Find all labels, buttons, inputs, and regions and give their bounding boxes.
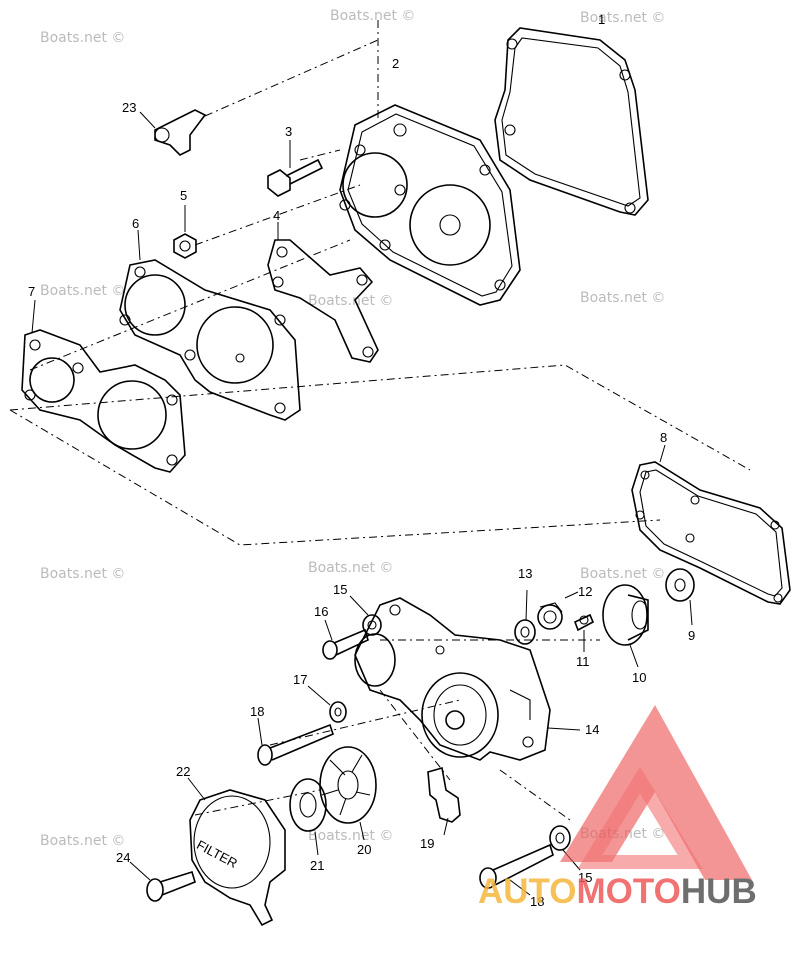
part-19-fitting (427, 766, 461, 836)
watermark: Boats.net © (580, 566, 665, 582)
callout-21: 21 (310, 858, 324, 873)
part-18-bolt (257, 717, 334, 766)
watermark: Boats.net © (308, 828, 393, 844)
part-17-lock-washer (307, 685, 347, 723)
callout-24: 24 (116, 850, 130, 865)
part-9-washer (665, 568, 695, 626)
callout-9: 9 (688, 628, 695, 643)
part-6-housing (119, 229, 301, 421)
watermark: Boats.net © (40, 566, 125, 582)
brand-part3: HUB (681, 872, 757, 911)
callout-15-second: 15 (578, 870, 592, 885)
part-20-impeller (319, 746, 377, 841)
brand-part2: MOTO (577, 872, 681, 911)
part-3-bolt (267, 140, 324, 197)
callout-8: 8 (660, 430, 667, 445)
watermark: Boats.net © (308, 293, 393, 309)
part-8-gasket (631, 444, 791, 605)
watermark: Boats.net © (308, 560, 393, 576)
callout-23: 23 (122, 100, 136, 115)
callout-17: 17 (293, 672, 307, 687)
watermark: Boats.net © (580, 290, 665, 306)
callout-1: 1 (598, 12, 605, 27)
callout-10: 10 (632, 670, 646, 685)
callout-3: 3 (285, 124, 292, 139)
part-10-diaphragm (602, 584, 649, 668)
callout-15: 15 (333, 582, 347, 597)
callout-2: 2 (392, 56, 399, 71)
part-7-gasket (21, 299, 186, 473)
assembly-guide-lines (9, 20, 751, 821)
callout-16: 16 (314, 604, 328, 619)
callout-11: 11 (576, 654, 590, 669)
part-2-pump-cover (339, 104, 521, 306)
callout-4: 4 (273, 208, 280, 223)
callout-7: 7 (28, 284, 35, 299)
watermarks: Boats.net © Boats.net © Boats.net © Boat… (40, 8, 665, 849)
part-12-valve (537, 591, 579, 630)
svg-text:AUTOMOTOHUB: AUTOMOTOHUB (478, 872, 757, 911)
watermark: Boats.net © (40, 833, 125, 849)
part-11-screw (573, 613, 595, 652)
filter-label: FILTER (194, 837, 240, 871)
part-13-oring (514, 589, 536, 645)
callout-19: 19 (420, 836, 434, 851)
watermark: Boats.net © (330, 8, 415, 24)
part-21-seal (289, 778, 327, 856)
part-14-pump-body (354, 597, 581, 761)
callout-6: 6 (132, 216, 139, 231)
part-4-bracket (267, 222, 379, 363)
watermark: Boats.net © (40, 283, 125, 299)
part-15-washer (349, 595, 382, 636)
callout-labels: 1 2 3 4 5 6 7 8 9 10 11 12 13 14 15 16 1… (28, 12, 695, 909)
callout-14: 14 (585, 722, 599, 737)
part-18-bolt-second (479, 843, 554, 896)
part-1-gasket (494, 27, 649, 216)
part-16-bolt (322, 619, 369, 660)
callout-12: 12 (578, 584, 592, 599)
part-23-elbow-fitting (139, 109, 207, 156)
callout-22: 22 (176, 764, 190, 779)
callout-18-second: 18 (530, 894, 544, 909)
brand-logo: AUTOMOTOHUB (478, 705, 757, 911)
watermark: Boats.net © (40, 30, 125, 46)
callout-20: 20 (357, 842, 371, 857)
part-24-screw (129, 861, 196, 902)
callout-13: 13 (518, 566, 532, 581)
watermark: Boats.net © (580, 10, 665, 26)
callout-5: 5 (180, 188, 187, 203)
callout-18: 18 (250, 704, 264, 719)
brand-part1: AUTO (478, 872, 577, 911)
part-5-nut (173, 205, 197, 259)
